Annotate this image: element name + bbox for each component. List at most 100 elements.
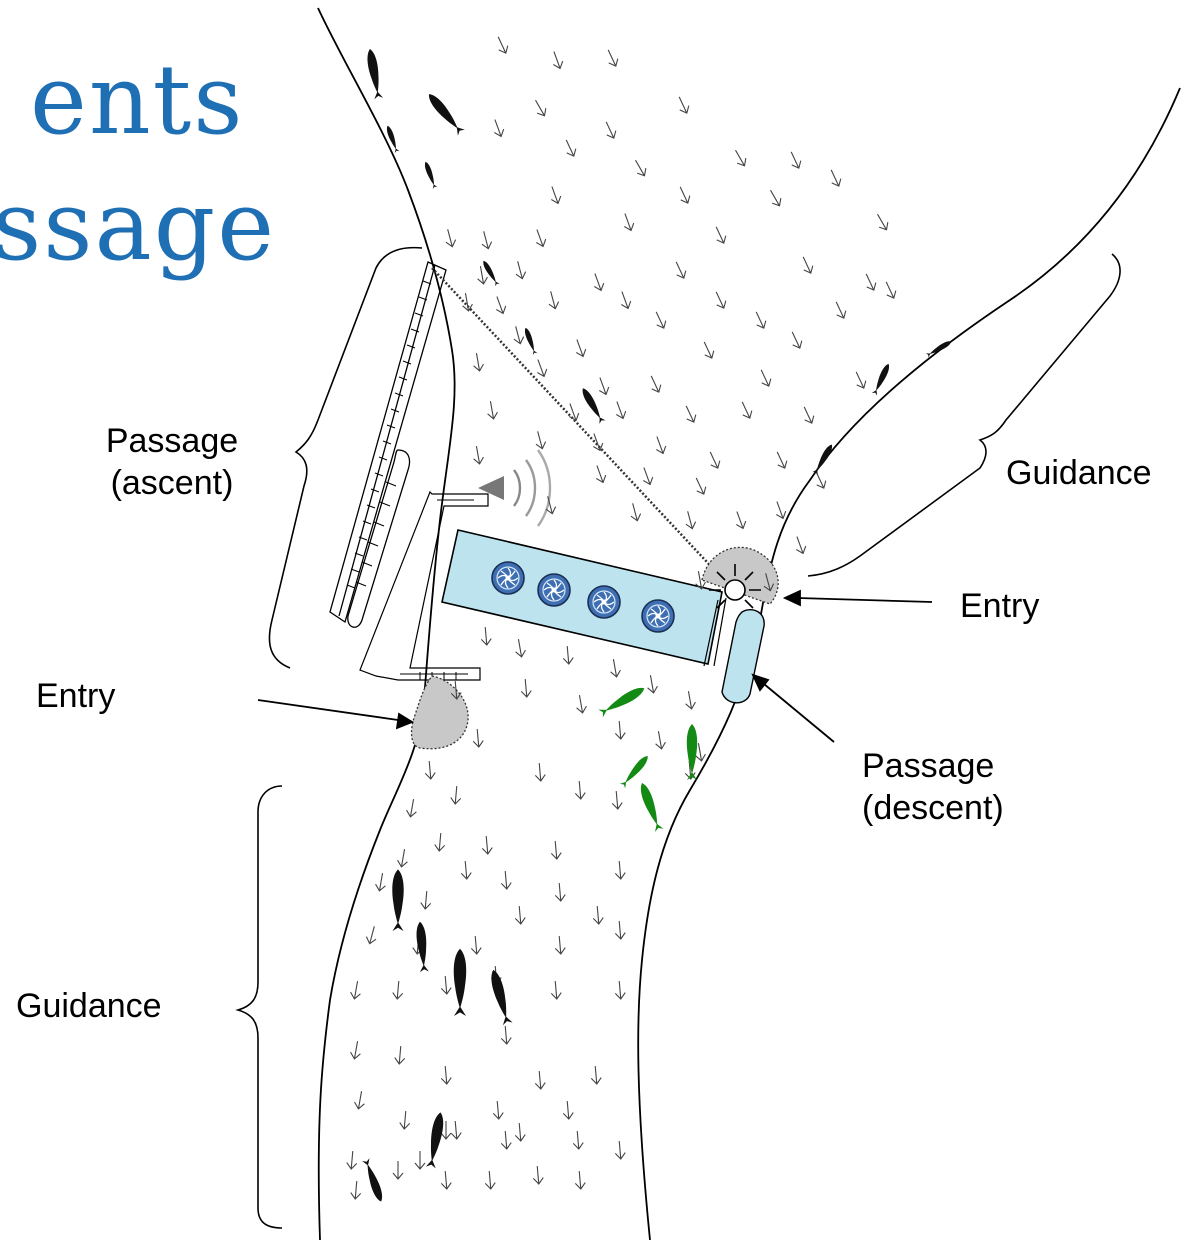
- flow-arrow-icon: [513, 905, 527, 925]
- fish-icon: [871, 362, 892, 396]
- label-guidance-right: Guidance: [1006, 454, 1152, 492]
- flow-arrow-icon: [799, 404, 817, 426]
- label-guidance-left: Guidance: [16, 987, 162, 1025]
- flow-arrow-icon: [652, 729, 668, 751]
- passage-descent-channel: [721, 608, 765, 704]
- flow-arrow-icon: [352, 1089, 368, 1111]
- pointer-arrows: [257, 589, 933, 743]
- flow-arrow-icon: [439, 1170, 453, 1190]
- turbine-icon: [587, 585, 621, 619]
- flow-arrow-icon: [484, 399, 500, 421]
- flow-arrow-icon: [433, 832, 447, 852]
- flow-arrow-icon: [519, 678, 533, 698]
- flow-arrow-icon: [398, 1110, 412, 1130]
- flow-arrow-icon: [345, 1150, 359, 1170]
- flow-arrow-icon: [414, 1150, 426, 1170]
- river-bank-right: [637, 87, 1181, 1240]
- flow-arrow-icon: [512, 259, 528, 281]
- flow-arrow-icon: [470, 444, 486, 466]
- flow-arrow-icon: [651, 309, 669, 331]
- fish-icon: [488, 968, 513, 1026]
- flow-arrow-icon: [470, 351, 486, 373]
- flow-arrow-icon: [826, 167, 844, 189]
- flow-arrow-icon: [872, 211, 892, 233]
- fish-icon: [619, 753, 651, 789]
- flow-arrow-icon: [478, 229, 494, 251]
- flow-arrow-icon: [442, 227, 458, 249]
- flow-arrow-icon: [548, 49, 566, 71]
- label-passage-descent-line2: (descent): [862, 789, 1004, 827]
- flow-arrow-icon: [489, 117, 507, 139]
- flow-arrow-icon: [603, 47, 621, 69]
- fish-icon: [425, 91, 465, 136]
- light-icon: [709, 564, 761, 609]
- flow-arrow-icon: [573, 1170, 587, 1190]
- flow-arrow-icon: [607, 657, 623, 679]
- flow-arrow-icon: [531, 227, 549, 249]
- flow-arrow-icon: [493, 34, 511, 56]
- flow-arrow-icon: [765, 187, 785, 209]
- flow-arrow-icon: [561, 645, 575, 665]
- fish-icon: [686, 724, 698, 780]
- fish-ladder-ascent: [329, 261, 489, 681]
- flow-arrow-icon: [591, 463, 609, 485]
- flow-arrow-icon: [469, 935, 483, 955]
- flow-arrow-icon: [532, 357, 550, 379]
- dam-powerhouse: [441, 529, 727, 667]
- flow-arrow-icon: [530, 97, 550, 119]
- flow-arrow-icon: [589, 271, 607, 293]
- label-passage-descent: Passage (descent): [862, 745, 1004, 829]
- label-entry-left: Entry: [36, 677, 116, 715]
- flow-arrow-icon: [611, 399, 629, 421]
- flow-arrow-icon: [561, 1100, 575, 1120]
- sound-emitter-icon: [478, 449, 552, 527]
- flow-arrow-icon: [545, 289, 561, 311]
- flow-arrow-icon: [549, 980, 563, 1000]
- flow-arrow-icon: [573, 780, 587, 800]
- guidance-barrier: [431, 267, 736, 593]
- flow-arrow-icon: [791, 534, 809, 556]
- fish-icon: [423, 160, 438, 189]
- flow-arrow-icon: [682, 509, 698, 531]
- flow-arrow-icon: [711, 224, 729, 246]
- flow-arrow-icon: [798, 254, 816, 276]
- river-bank-left: [317, 7, 456, 1240]
- flow-arrow-icon: [439, 1065, 453, 1085]
- flow-arrow-icon: [651, 434, 669, 456]
- flow-arrow-icon: [364, 924, 380, 946]
- flow-arrow-icon: [532, 429, 548, 451]
- flow-arrow-icon: [553, 935, 567, 955]
- flow-arrow-icon: [682, 689, 698, 711]
- bracket-guidance-left: [235, 785, 283, 1229]
- flow-arrow-icon: [510, 324, 526, 346]
- flow-arrow-icon: [730, 147, 750, 169]
- flow-arrow-icon: [731, 509, 749, 531]
- fish-icon: [523, 326, 538, 355]
- fish-icon: [392, 869, 404, 931]
- flow-arrow-icon: [439, 975, 453, 995]
- flow-arrow-icon: [549, 840, 563, 860]
- fish-icon: [453, 948, 467, 1016]
- flow-arrow-icon: [479, 626, 493, 646]
- flow-arrow-icon: [373, 871, 389, 893]
- flow-arrow-icon: [571, 337, 589, 359]
- turbine-icon: [491, 561, 525, 595]
- flow-arrow-icon: [392, 1160, 404, 1180]
- flow-arrow-icon: [348, 979, 364, 1001]
- flow-arrow-icon: [531, 1165, 545, 1185]
- flow-arrow-icon: [613, 980, 627, 1000]
- flow-arrow-icon: [449, 1120, 463, 1140]
- flow-arrow-icon: [787, 329, 805, 351]
- flow-arrow-icon: [404, 797, 420, 819]
- turbine-icon: [641, 599, 675, 633]
- flow-arrow-icon: [619, 211, 637, 233]
- flow-arrow-icon: [561, 137, 579, 159]
- flow-arrow-icon: [571, 1130, 585, 1150]
- label-passage-ascent-line2: (ascent): [110, 464, 234, 502]
- flow-arrow-icon: [573, 693, 589, 715]
- flow-arrow-icon: [756, 367, 774, 389]
- flow-arrow-icon: [546, 184, 564, 206]
- flow-arrow-icon: [881, 279, 899, 301]
